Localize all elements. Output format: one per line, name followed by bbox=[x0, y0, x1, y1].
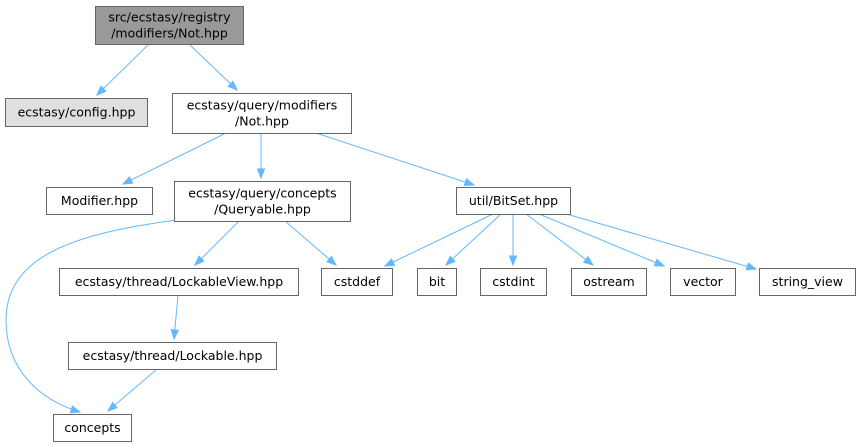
arrowhead-cstdint bbox=[508, 255, 518, 267]
nodes-layer: src/ecstasy/registry/modifiers/Not.hpp ec… bbox=[5, 6, 856, 442]
node-box-ostream bbox=[571, 268, 647, 296]
edge-bitset-to-string-view bbox=[562, 212, 757, 270]
node-box-vector bbox=[670, 268, 736, 296]
edge-not-registry-to-query-not bbox=[188, 43, 238, 91]
node-box-bitset[interactable] bbox=[456, 187, 571, 215]
node-label-lockableview-line-1: ecstasy/thread/LockableView.hpp bbox=[75, 274, 283, 289]
node-lockable[interactable]: ecstasy/thread/Lockable.hpp bbox=[68, 342, 277, 370]
node-label-cstdint-line-1: cstdint bbox=[492, 274, 535, 289]
node-box-cstdint bbox=[480, 268, 547, 296]
node-box-modifier[interactable] bbox=[46, 187, 153, 215]
node-label-ostream-line-1: ostream bbox=[583, 274, 634, 289]
arrowhead-concepts bbox=[69, 405, 82, 414]
node-box-lockable[interactable] bbox=[68, 342, 277, 370]
node-label-not-registry-line-1: src/ecstasy/registry bbox=[108, 10, 231, 25]
node-box-lockableview[interactable] bbox=[59, 268, 299, 296]
edge-query-not-to-modifier bbox=[122, 132, 227, 185]
node-label-queryable-line-1: ecstasy/query/concepts bbox=[188, 186, 336, 201]
arrowhead-lockableview bbox=[194, 255, 205, 266]
node-label-concepts-line-1: concepts bbox=[64, 420, 120, 435]
edge-bitset-to-vector bbox=[538, 213, 665, 267]
arrowhead-bitset bbox=[463, 178, 476, 187]
arrowhead-bit bbox=[444, 255, 456, 266]
node-config: ecstasy/config.hpp bbox=[5, 98, 148, 127]
arrowhead-query-not bbox=[227, 80, 238, 91]
node-label-queryable-line-2: /Queryable.hpp bbox=[214, 202, 311, 217]
edge-not-registry-to-config bbox=[96, 43, 150, 96]
node-bitset[interactable]: util/BitSet.hpp bbox=[456, 187, 571, 215]
edge-query-not-to-bitset bbox=[315, 132, 475, 186]
node-label-not-registry-line-2: /modifiers/Not.hpp bbox=[111, 26, 228, 41]
node-label-string-view-line-1: string_view bbox=[772, 274, 843, 289]
node-label-cstddef-line-1: cstddef bbox=[334, 274, 381, 289]
arrowhead-string-view bbox=[745, 262, 758, 271]
arrowhead-ostream bbox=[582, 255, 595, 266]
node-box-string-view bbox=[759, 268, 856, 296]
node-label-config-line-1: ecstasy/config.hpp bbox=[18, 105, 136, 120]
node-string-view: string_view bbox=[759, 268, 856, 296]
node-cstddef: cstddef bbox=[321, 268, 393, 296]
arrowhead-cstddef bbox=[326, 255, 338, 266]
arrowhead-cstddef bbox=[383, 258, 396, 267]
node-not-registry: src/ecstasy/registry/modifiers/Not.hpp bbox=[95, 6, 244, 45]
arrowhead-vector bbox=[653, 258, 666, 267]
node-vector: vector bbox=[670, 268, 736, 296]
edge-queryable-to-cstddef bbox=[284, 220, 337, 266]
node-bit: bit bbox=[417, 268, 457, 296]
node-ostream: ostream bbox=[571, 268, 647, 296]
node-box-query-not[interactable] bbox=[172, 93, 352, 134]
node-lockableview[interactable]: ecstasy/thread/LockableView.hpp bbox=[59, 268, 299, 296]
edge-queryable-to-lockableview bbox=[194, 220, 240, 266]
node-cstdint: cstdint bbox=[480, 268, 547, 296]
node-label-query-not-line-1: ecstasy/query/modifiers bbox=[187, 98, 338, 113]
edge-bitset-to-cstddef bbox=[384, 213, 494, 267]
node-concepts: concepts bbox=[53, 414, 132, 442]
arrowhead-modifier bbox=[121, 175, 134, 185]
node-queryable[interactable]: ecstasy/query/concepts/Queryable.hpp bbox=[174, 181, 351, 222]
node-label-query-not-line-2: /Not.hpp bbox=[235, 114, 289, 129]
node-label-vector-line-1: vector bbox=[683, 274, 724, 289]
node-label-modifier-line-1: Modifier.hpp bbox=[61, 193, 138, 208]
arrowhead-queryable bbox=[256, 168, 266, 180]
node-box-queryable[interactable] bbox=[174, 181, 351, 222]
node-modifier[interactable]: Modifier.hpp bbox=[46, 187, 153, 215]
node-query-not[interactable]: ecstasy/query/modifiers/Not.hpp bbox=[172, 93, 352, 134]
node-box-bit bbox=[417, 268, 457, 296]
arrowhead-concepts bbox=[106, 401, 118, 412]
arrowhead-lockable bbox=[170, 329, 180, 341]
node-box-cstddef bbox=[321, 268, 393, 296]
node-label-bit-line-1: bit bbox=[429, 274, 445, 289]
arrowhead-config bbox=[96, 85, 107, 96]
node-box-concepts bbox=[53, 414, 132, 442]
node-label-lockable-line-1: ecstasy/thread/Lockable.hpp bbox=[83, 348, 263, 363]
node-label-bitset-line-1: util/BitSet.hpp bbox=[469, 193, 558, 208]
edges-layer bbox=[5, 43, 758, 414]
node-box-not-registry bbox=[95, 6, 244, 45]
node-box-config bbox=[5, 98, 148, 127]
edge-bitset-to-ostream bbox=[525, 213, 594, 266]
edge-queryable-to-concepts bbox=[5, 219, 177, 413]
edge-bitset-to-bit bbox=[445, 213, 502, 266]
edge-lockable-to-concepts bbox=[107, 368, 158, 412]
